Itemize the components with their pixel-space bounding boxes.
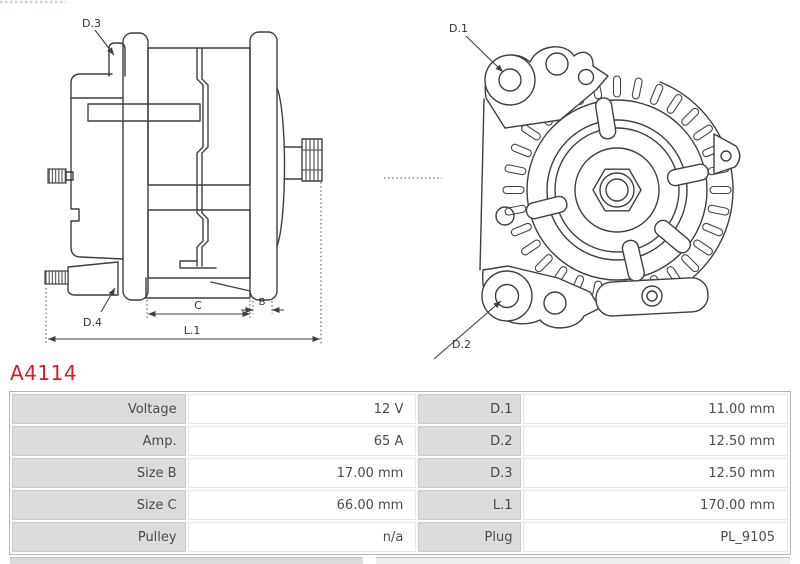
spec-value-cell: 12.50 mm [523, 458, 788, 488]
spec-value-cell: 12 V [187, 394, 417, 424]
spec-value-cell: 12.50 mm [523, 426, 788, 456]
front-mounting-ear [249, 31, 278, 301]
spec-row: Voltage 12 V D.1 11.00 mm [12, 394, 788, 424]
shaft-center [605, 178, 629, 202]
shaft-nut [592, 168, 642, 212]
spec-label-cell: Pulley [12, 522, 186, 552]
stator-body-lower [147, 209, 251, 279]
spec-value-cell: PL_9105 [523, 522, 788, 552]
spec-value-cell: 65 A [187, 426, 417, 456]
spec-row: Pulley n/a Plug PL_9105 [12, 522, 788, 552]
dimension-label-b: B [259, 297, 266, 308]
spec-label-cell: Voltage [12, 394, 186, 424]
dimension-label-d4: D.4 [83, 316, 102, 329]
spec-label-cell: Amp. [12, 426, 186, 456]
shaft [283, 146, 303, 180]
stator-body-upper [147, 47, 251, 186]
spec-value-cell: 170.00 mm [523, 490, 788, 520]
mounting-lug-d2 [481, 270, 533, 322]
spec-label-cell: D.2 [418, 426, 522, 456]
spec-label-cell: L.1 [418, 490, 522, 520]
dimension-label-l1: L.1 [184, 324, 201, 337]
pulley-outer [546, 119, 688, 261]
spec-label-cell: D.1 [418, 394, 522, 424]
specifications-table: Voltage 12 V D.1 11.00 mm Amp. 65 A D.2 … [9, 391, 791, 555]
bracket-ribs [525, 97, 709, 282]
dimension-label-d1: D.1 [449, 22, 468, 35]
spec-value-cell: 66.00 mm [187, 490, 417, 520]
spec-value-cell: 17.00 mm [187, 458, 417, 488]
right-tab [713, 133, 741, 175]
spec-row: Size C 66.00 mm L.1 170.00 mm [12, 490, 788, 520]
front-view-drawing: D.1 D.2 [433, 22, 741, 360]
mounting-foot [145, 277, 251, 299]
spec-label-cell: Size B [12, 458, 186, 488]
spec-label-cell: Size C [12, 490, 186, 520]
top-lug [108, 42, 126, 77]
dimension-label-c: C [194, 299, 202, 312]
pulley-spline [301, 138, 323, 182]
technical-drawing-canvas: D.3 D.4 C B L.1 [0, 0, 741, 360]
spec-label-cell: Plug [418, 522, 522, 552]
pulley-groove [554, 127, 680, 253]
terminal-stud [47, 168, 67, 184]
spec-label-cell: D.3 [418, 458, 522, 488]
dimension-label-d3: D.3 [82, 17, 101, 30]
part-number: A4114 [10, 361, 78, 385]
side-view-drawing: D.3 D.4 C B L.1 [44, 17, 442, 344]
rear-mounting-ear [122, 32, 149, 301]
bottom-lug [67, 261, 119, 296]
bottom-stud [44, 270, 69, 285]
spec-row: Size B 17.00 mm D.3 12.50 mm [12, 458, 788, 488]
spec-row: Amp. 65 A D.2 12.50 mm [12, 426, 788, 456]
bottom-right-lug [595, 277, 709, 317]
hole-d2 [494, 283, 520, 309]
regulator-slot [87, 103, 201, 122]
spec-value-cell: n/a [187, 522, 417, 552]
pulley-hub [574, 147, 660, 233]
rear-housing [70, 73, 124, 260]
hole-d1 [498, 68, 522, 92]
dimension-label-d2: D.2 [452, 338, 471, 351]
spec-value-cell: 11.00 mm [523, 394, 788, 424]
